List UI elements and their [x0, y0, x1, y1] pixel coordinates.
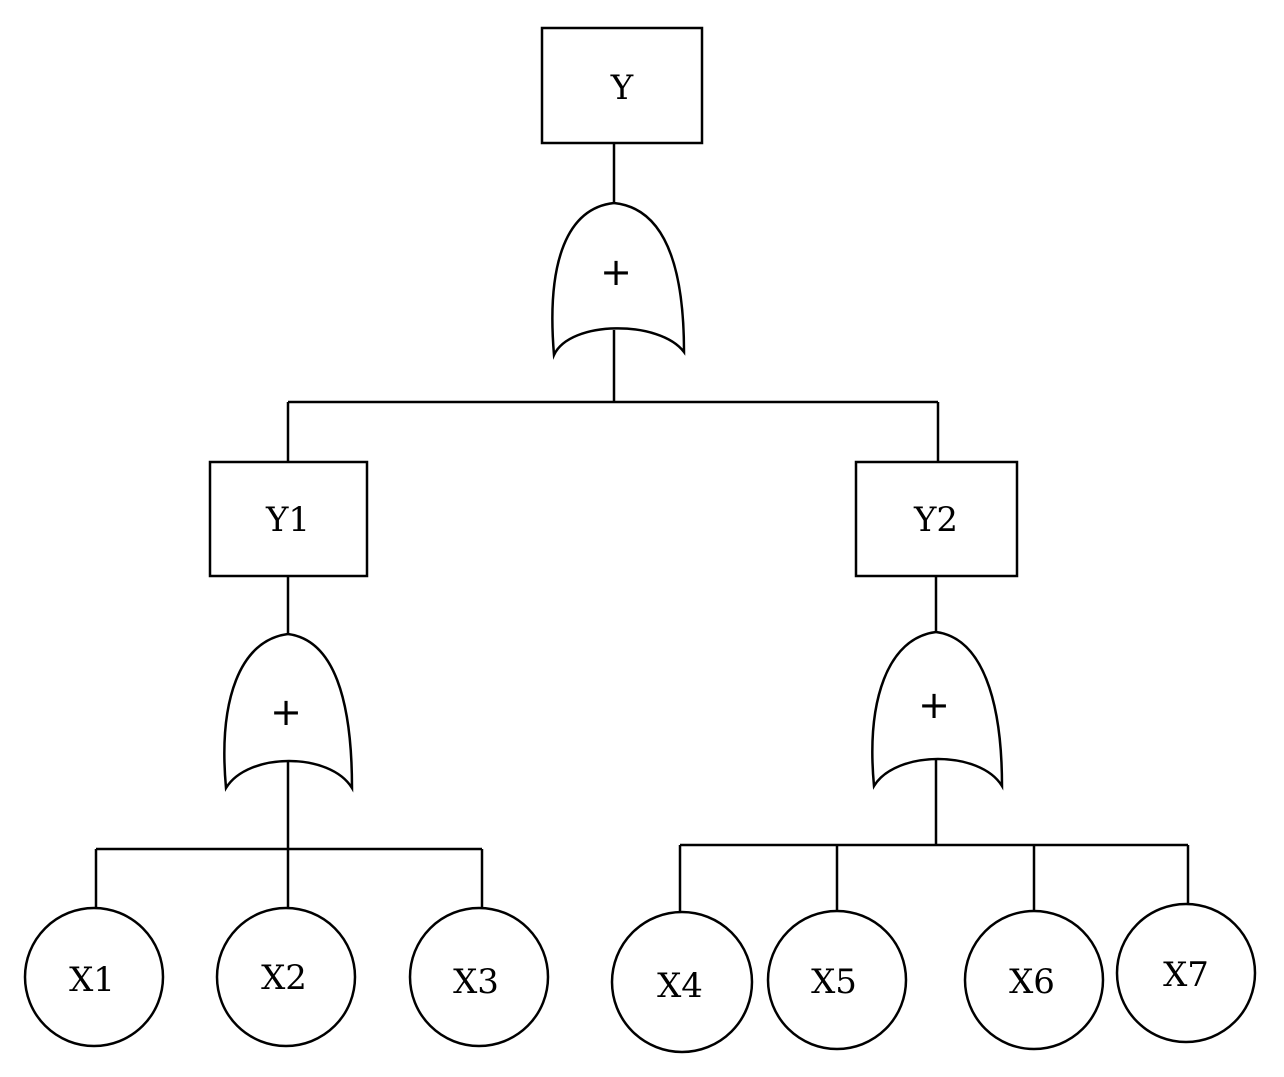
- basic-event-x1: X1: [23, 906, 165, 1048]
- basic-event-x2: X2: [215, 906, 357, 1048]
- event-box-y1: [208, 460, 369, 578]
- event-circle-x7: [1115, 902, 1257, 1044]
- event-label-x1: X1: [69, 960, 115, 1000]
- event-circle-x4: [610, 910, 754, 1054]
- event-box-y: [540, 26, 704, 145]
- event-box-y2: [854, 460, 1019, 578]
- basic-event-x7: X7: [1115, 902, 1257, 1044]
- event-label-x2: X2: [261, 958, 307, 998]
- basic-event-x3: X3: [408, 906, 550, 1048]
- or-gate-y2: +: [871, 630, 1004, 791]
- or-gate-symbol-y1: +: [270, 690, 302, 734]
- or-gate-symbol-y2: +: [918, 683, 950, 727]
- event-label-y: Y: [610, 68, 634, 108]
- basic-event-x5: X5: [766, 909, 908, 1051]
- event-label-x4: X4: [657, 966, 703, 1006]
- event-label-y2: Y2: [913, 500, 958, 540]
- or-gate-y1: +: [223, 632, 354, 793]
- event-circle-x5: [766, 909, 908, 1051]
- or-gate-shape-top: [551, 201, 686, 360]
- event-circle-x1: [23, 906, 165, 1048]
- event-label-x3: X3: [453, 962, 499, 1002]
- event-label-x6: X6: [1009, 962, 1055, 1002]
- event-label-x5: X5: [811, 962, 857, 1002]
- intermediate-event-y1: Y1: [208, 460, 369, 578]
- event-circle-x6: [963, 909, 1105, 1051]
- basic-event-x4: X4: [610, 910, 754, 1054]
- intermediate-event-y2: Y2: [854, 460, 1019, 578]
- event-circle-x3: [408, 906, 550, 1048]
- connectors: [94, 143, 1190, 912]
- or-gate-shape-y2: [871, 630, 1004, 791]
- event-label-y1: Y1: [265, 500, 310, 540]
- basic-event-x6: X6: [963, 909, 1105, 1051]
- or-gate-top: +: [551, 201, 686, 360]
- top-event-y: Y: [540, 26, 704, 145]
- or-gate-shape-y1: [223, 632, 354, 793]
- event-label-x7: X7: [1163, 955, 1209, 995]
- or-gate-symbol-top: +: [600, 250, 632, 294]
- event-circle-x2: [215, 906, 357, 1048]
